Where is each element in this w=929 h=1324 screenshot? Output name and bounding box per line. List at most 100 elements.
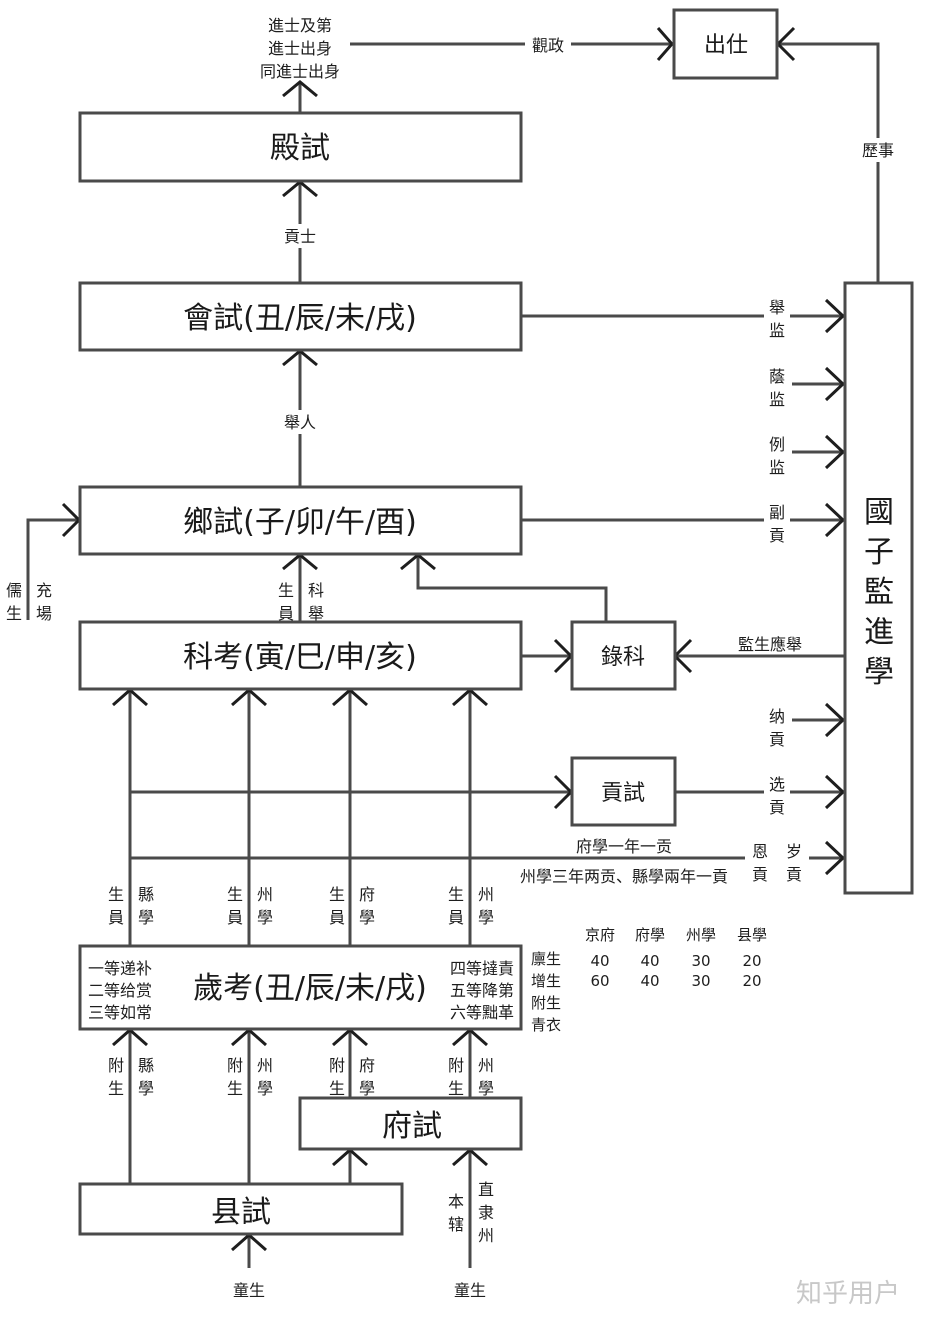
label-zhouxue: 州 <box>478 1056 494 1075</box>
node-label-char: 學 <box>864 655 894 690</box>
quota-cell: 60 <box>590 972 609 990</box>
label-shengyuan: 員 <box>108 908 124 927</box>
node-label: 县試 <box>211 1195 271 1230</box>
label-benxia: 本 <box>448 1192 464 1211</box>
label-shengyuan: 員 <box>278 604 294 623</box>
label-fusheng: 生 <box>448 1079 464 1098</box>
label-engong: 貢 <box>752 865 768 884</box>
quota-cell: 30 <box>691 972 710 990</box>
label-xianxue: 學 <box>138 908 154 927</box>
node-fushi: 府試 <box>298 1096 523 1151</box>
label-juren: 舉人 <box>284 413 316 432</box>
node-label: 出仕 <box>704 33 748 58</box>
label-zhouxue: 學 <box>257 1079 273 1098</box>
label-fusheng: 生 <box>329 1079 345 1098</box>
label-suigong: 貢 <box>786 865 802 884</box>
label-gongshi: 貢士 <box>284 227 316 246</box>
node-luke: 錄科 <box>570 620 677 691</box>
label-zhou-xian-gong: 州學三年两贡、縣學兩年一貢 <box>520 867 728 886</box>
arrow-right-icon <box>824 840 846 876</box>
grade-6: 六等黜革 <box>450 1003 514 1022</box>
label-shengyuan: 生 <box>448 885 464 904</box>
label-lijian: 监 <box>769 458 785 477</box>
label-zhouxue: 學 <box>257 908 273 927</box>
node-label: 鄉試(子/卯/午/酉) <box>183 505 417 540</box>
label-fuxue: 學 <box>359 908 375 927</box>
quota-col-header: 县學 <box>737 926 767 944</box>
quota-col-header: 京府 <box>585 926 615 944</box>
arrow-right-icon <box>824 774 846 810</box>
label-keju: 舉 <box>308 604 324 623</box>
quota-row-label: 青衣 <box>531 1016 561 1034</box>
label-fugong: 副 <box>769 503 785 522</box>
label-xianxue: 縣 <box>138 1056 154 1075</box>
label-nagong: 貢 <box>769 730 785 749</box>
label-xuangong: 选 <box>769 775 785 794</box>
label-fuxue: 府 <box>359 1056 375 1075</box>
label-zhilizhou: 直 <box>478 1180 494 1199</box>
quota-row-label: 附生 <box>531 994 561 1012</box>
label-suigong: 岁 <box>786 842 802 861</box>
label-keju: 科 <box>308 581 324 600</box>
label-jinshi-jidi: 進士及第 <box>268 16 332 35</box>
node-label-char: 監 <box>864 575 894 610</box>
label-rusheng: 生 <box>6 604 22 623</box>
grade-1: 一等递补 <box>88 959 152 978</box>
label-zhouxue: 學 <box>478 908 494 927</box>
label-guanzheng: 觀政 <box>532 36 564 55</box>
arrow-right-icon <box>824 366 846 402</box>
label-engong: 恩 <box>752 842 768 861</box>
edge-labels: 進士及第 進士出身 同進士出身 觀政 歷事 貢士 舉人 舉 监 蔭 监 例 监 … <box>6 16 898 1300</box>
label-fusheng: 附 <box>448 1056 464 1075</box>
label-lijian: 例 <box>769 435 785 454</box>
label-fuxue-gong: 府學一年一贡 <box>576 837 672 856</box>
label-nagong: 纳 <box>769 707 785 726</box>
label-yinjian: 蔭 <box>769 367 785 386</box>
quota-col-header: 州學 <box>686 926 716 944</box>
arrow-right-icon <box>824 298 846 334</box>
quota-row-label: 增生 <box>531 972 561 990</box>
arrow-right-icon <box>824 502 846 538</box>
label-yinjian: 监 <box>769 390 785 409</box>
label-rusheng: 儒 <box>6 581 22 600</box>
quota-cell: 30 <box>691 952 710 970</box>
quota-cell: 20 <box>742 972 761 990</box>
label-zhouxue: 州 <box>478 885 494 904</box>
label-shengyuan: 員 <box>329 908 345 927</box>
label-tongsheng: 童生 <box>454 1281 486 1300</box>
label-benxia: 辖 <box>448 1215 464 1234</box>
quota-col-header: 府學 <box>635 926 665 944</box>
quota-cell: 40 <box>640 972 659 990</box>
label-shengyuan: 生 <box>329 885 345 904</box>
node-label: 錄科 <box>601 645 645 670</box>
arrow-right-icon <box>656 27 674 61</box>
node-dianshi: 殿試 <box>78 111 523 183</box>
label-jiansheng: 監生應舉 <box>738 635 802 654</box>
edge-rusheng <box>26 518 80 620</box>
quota-cell: 40 <box>590 952 609 970</box>
label-fugong: 貢 <box>769 526 785 545</box>
label-fuxue: 學 <box>359 1079 375 1098</box>
label-tongsheng: 童生 <box>233 1281 265 1300</box>
label-lishi: 歷事 <box>862 141 894 160</box>
node-gongshi: 貢試 <box>570 756 677 827</box>
node-keka: 科考(寅/巳/申/亥) <box>78 620 523 691</box>
node-guozijian: 國 子 監 進 學 <box>843 281 914 895</box>
node-xiangshi: 鄉試(子/卯/午/酉) <box>78 485 523 556</box>
arrow-right-icon <box>824 434 846 470</box>
edge-luke-to-xiangshi <box>416 555 608 622</box>
grade-3: 三等如常 <box>88 1003 152 1022</box>
watermark: 知乎用户 <box>796 1279 900 1309</box>
node-label: 歲考(丑/辰/未/戌) <box>193 971 427 1006</box>
connectors <box>26 42 880 1268</box>
label-shengyuan: 員 <box>227 908 243 927</box>
label-chongchang: 充 <box>36 581 52 600</box>
grade-5: 五等降第 <box>450 981 514 1000</box>
label-fuxue: 府 <box>359 885 375 904</box>
label-xuangong: 貢 <box>769 798 785 817</box>
label-chongchang: 場 <box>36 604 52 623</box>
node-chushi: 出仕 <box>672 8 779 80</box>
node-label: 殿試 <box>270 131 330 166</box>
label-zhilizhou: 隶 <box>478 1203 494 1222</box>
